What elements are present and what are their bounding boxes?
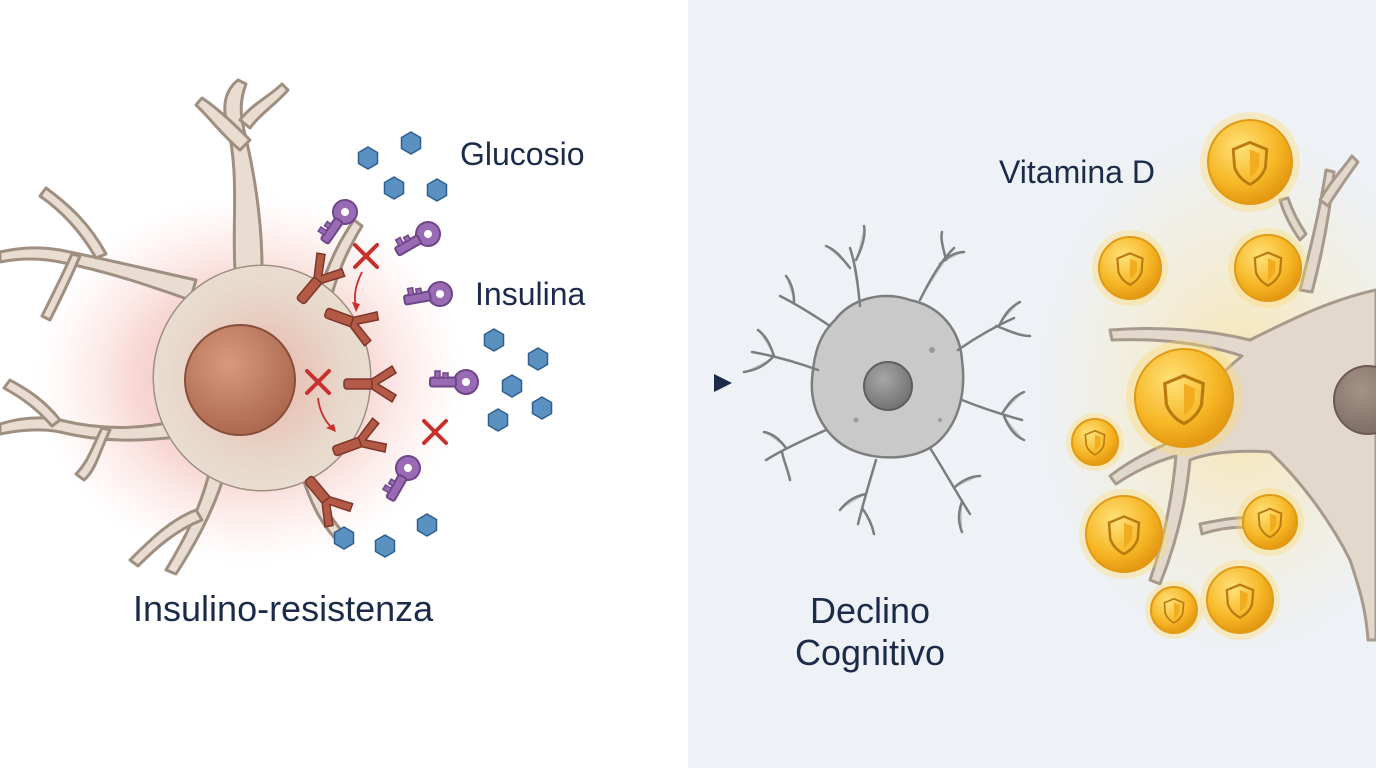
- vitamin-d-sphere: [1200, 112, 1300, 212]
- arrow-right-icon: [578, 374, 732, 392]
- glucose-label: Glucosio: [460, 136, 585, 172]
- glucose-hexagon-icon: [426, 178, 448, 202]
- vitamin-d-sphere: [1236, 488, 1304, 556]
- vitamin-d-sphere: [1145, 581, 1203, 639]
- glucose-hexagon-icon: [400, 131, 422, 155]
- insulin-key-icon: [389, 216, 446, 264]
- vitamin-d-molecules: [1066, 112, 1308, 640]
- vitamin-d-sphere: [1228, 228, 1308, 308]
- glucose-hexagon-icon: [487, 408, 509, 432]
- glucose-hexagon-icon: [383, 176, 405, 200]
- vitamin-d-sphere: [1079, 489, 1169, 579]
- insulin-resistance-label: Insulino-resistenza: [133, 588, 434, 629]
- glucose-hexagon-icon: [527, 347, 549, 371]
- vitamin-d-sphere: [1200, 560, 1280, 640]
- glucose-hexagon-icon: [333, 526, 355, 550]
- vitamin-d-label: Vitamina D: [999, 154, 1155, 190]
- blocked-signals: [305, 243, 448, 445]
- glucose-hexagon-icon: [374, 534, 396, 558]
- inflamed-neuron: [0, 78, 465, 576]
- vitamin-d-sphere: [1066, 413, 1124, 471]
- cognitive-decline-line-2: Cognitivo: [794, 632, 946, 673]
- cognitive-decline-line-1: Declino: [809, 590, 931, 631]
- vitamin-d-sphere: [1126, 340, 1242, 456]
- cognitive-decline-label: Declino Cognitivo: [770, 590, 970, 674]
- vitamin-d-sphere: [1092, 230, 1168, 306]
- insulin-label: Insulina: [475, 276, 586, 312]
- glucose-hexagon-icon: [501, 374, 523, 398]
- glucose-hexagon-icon: [483, 328, 505, 352]
- glucose-hexagon-icon: [531, 396, 553, 420]
- glucose-hexagon-icon: [357, 146, 379, 170]
- glucose-hexagon-icon: [416, 513, 438, 537]
- declining-neuron: [742, 224, 1032, 536]
